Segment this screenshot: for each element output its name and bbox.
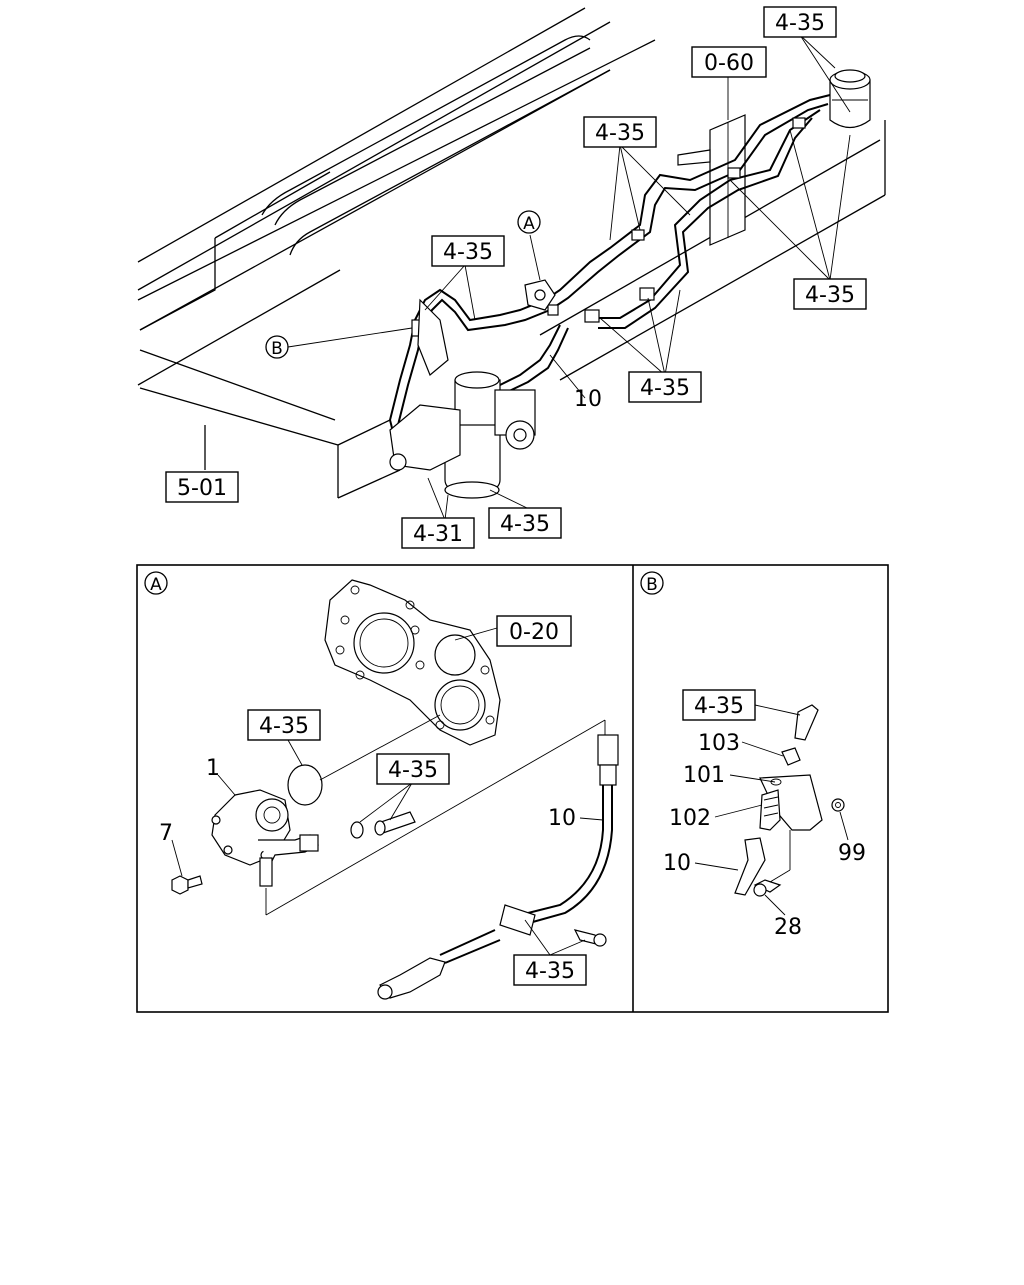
label-4-35-left-hose[interactable]: 4-35 [431,235,505,267]
label-5-01[interactable]: 5-01 [165,471,239,503]
bolt-7 [171,875,203,895]
svg-text:4-35: 4-35 [443,240,493,265]
label-10-hose: 10 [574,387,602,412]
power-steering-pump [211,789,319,887]
detail-frame [136,564,889,1013]
svg-text:B: B [271,339,283,359]
marker-b-top[interactable]: B [265,335,289,359]
marker-a-top[interactable]: A [517,210,541,234]
label-4-35-reservoir[interactable]: 4-35 [763,6,837,38]
svg-text:4-35: 4-35 [640,376,690,401]
svg-text:4-35: 4-35 [694,694,744,719]
svg-text:4-35: 4-35 [525,959,575,984]
clamps [411,117,806,337]
label-10-hose-detail: 10 [548,806,576,831]
svg-text:0-20: 0-20 [509,620,559,645]
label-102: 102 [669,806,711,831]
svg-text:4-35: 4-35 [259,714,309,739]
leaders-top [287,34,851,521]
oil-reservoir [829,69,871,129]
label-4-35-right-pipe[interactable]: 4-35 [793,278,867,310]
label-28: 28 [774,915,802,940]
svg-text:B: B [646,575,658,595]
label-4-35-upper-pipe[interactable]: 4-35 [583,116,657,148]
pump-assembly-top [389,279,556,499]
svg-text:A: A [150,575,162,595]
label-0-60[interactable]: 0-60 [691,46,767,78]
svg-text:4-31: 4-31 [413,522,463,547]
label-4-35-clamps[interactable]: 4-35 [628,371,702,403]
label-99: 99 [838,841,866,866]
label-4-31[interactable]: 4-31 [401,517,475,549]
label-7-bolt: 7 [159,821,173,846]
svg-text:5-01: 5-01 [177,476,227,501]
label-1-pump: 1 [206,756,220,781]
svg-text:4-35: 4-35 [388,758,438,783]
leaders-detail-b [694,704,849,916]
svg-text:0-60: 0-60 [704,51,754,76]
marker-b-detail: B [640,571,664,595]
hose-joint-parts [350,811,416,839]
label-4-35-detail-b[interactable]: 4-35 [682,689,756,721]
svg-text:4-35: 4-35 [500,512,550,537]
label-10-detail-b: 10 [663,851,691,876]
svg-text:4-35: 4-35 [805,283,855,308]
label-101: 101 [683,763,725,788]
label-4-35-hose-clamp[interactable]: 4-35 [513,954,587,986]
high-pressure-hose [377,734,619,1000]
marker-a-detail: A [144,571,168,595]
leaders-detail-a [171,627,606,956]
label-4-35-o-ring[interactable]: 4-35 [247,709,321,741]
gear-case-plate [324,579,501,746]
bracket-parts [734,704,845,897]
svg-text:4-35: 4-35 [775,11,825,36]
svg-text:A: A [523,214,535,234]
o-ring [287,764,323,806]
label-4-35-joint[interactable]: 4-35 [376,753,450,785]
label-4-35-pump[interactable]: 4-35 [488,507,562,539]
svg-text:4-35: 4-35 [595,121,645,146]
label-103: 103 [698,731,740,756]
label-0-20[interactable]: 0-20 [496,615,572,647]
